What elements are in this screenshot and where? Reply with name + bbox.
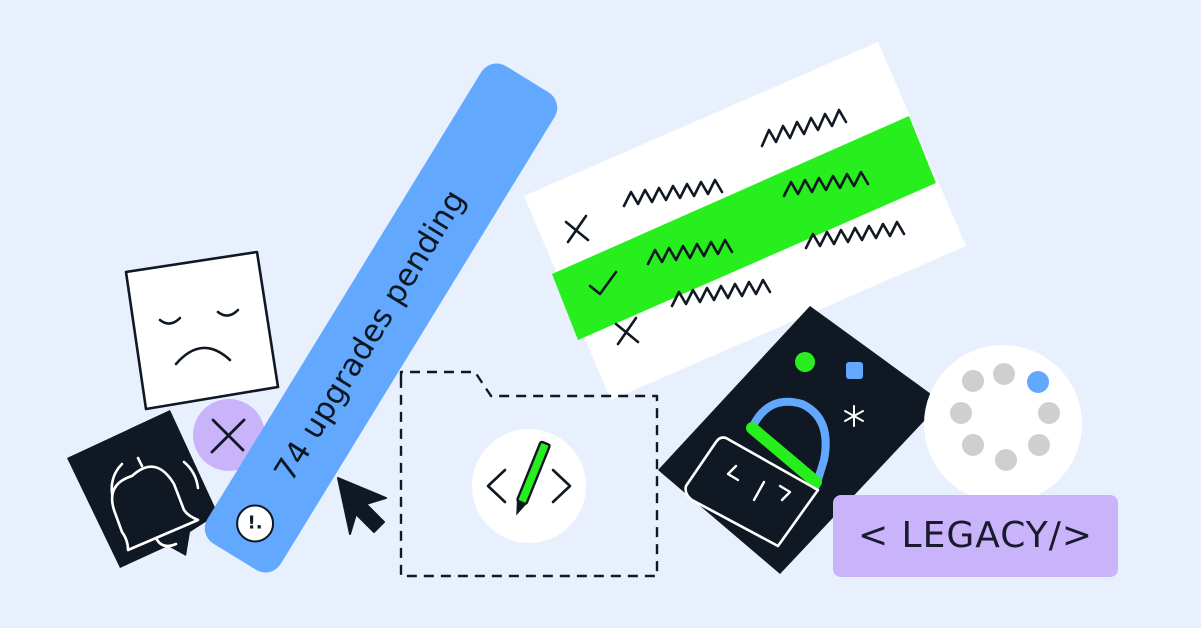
squiggle-line — [646, 238, 734, 266]
status-dot-green — [795, 352, 815, 372]
x-mark-icon — [614, 316, 640, 346]
squiggle-line — [622, 178, 724, 208]
squiggle-line — [760, 108, 848, 148]
checklist-highlight-row — [552, 116, 936, 340]
status-dot-blue — [846, 362, 863, 379]
squiggle-line — [670, 278, 772, 308]
squiggle-line — [804, 220, 906, 250]
squiggle-line — [782, 170, 870, 198]
sparkle-icon — [844, 405, 864, 427]
legacy-tag: < LEGACY/> — [833, 495, 1118, 577]
code-pencil-icon — [472, 429, 586, 543]
x-mark-icon — [564, 214, 590, 244]
check-mark-icon — [588, 270, 618, 296]
